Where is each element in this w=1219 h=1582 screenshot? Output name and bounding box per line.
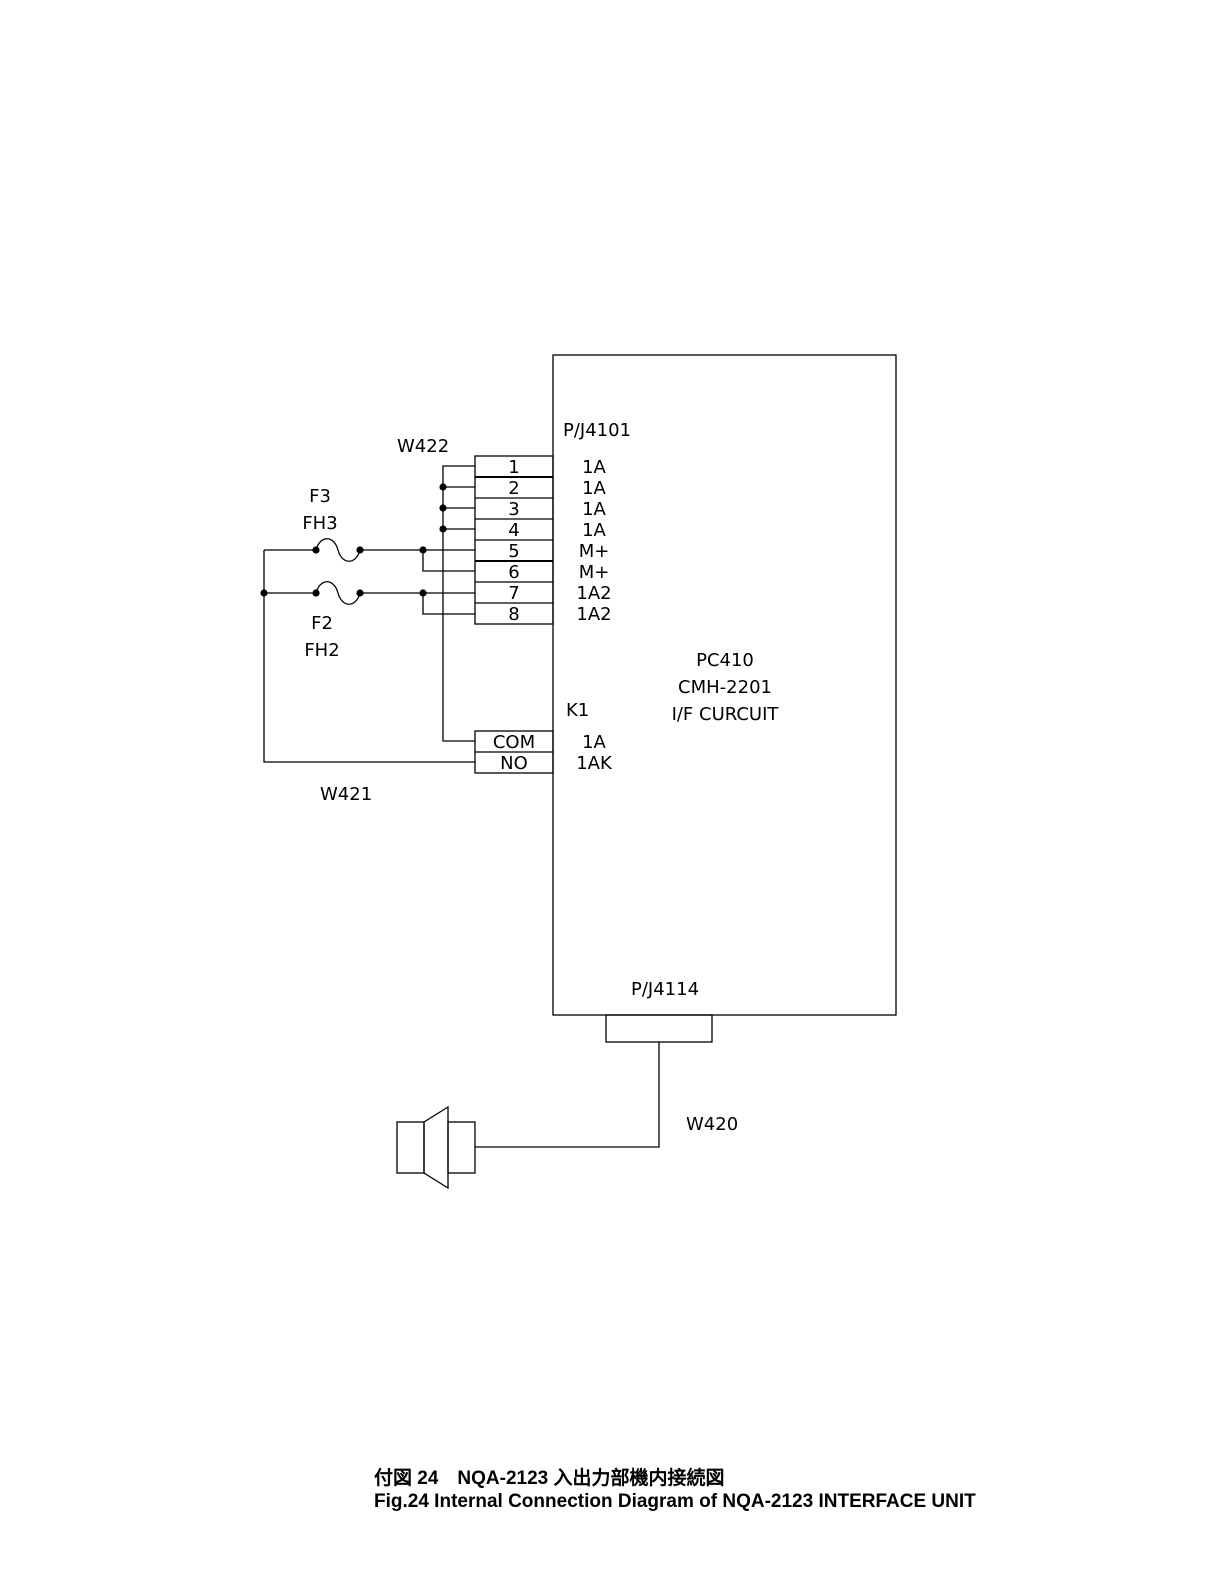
- caption-line-english: Fig.24 Internal Connection Diagram of NQ…: [374, 1490, 976, 1513]
- pin-signal: 1A: [582, 478, 606, 499]
- pin-signal: 1A2: [576, 583, 611, 604]
- board-name: PC410: [696, 650, 754, 671]
- relay-signal: 1A: [582, 732, 606, 753]
- fuse-label-f2: F2: [311, 613, 333, 634]
- connector-label-top: P/J4101: [563, 420, 631, 441]
- connector-pj4114: [606, 1015, 712, 1042]
- w420-wiring: [475, 1042, 659, 1147]
- board-circuit: I/F CURCUIT: [672, 704, 780, 725]
- figure-caption: 付図 24 NQA-2123 入出力部機内接続図 Fig.24 Internal…: [374, 1467, 976, 1513]
- cable-label-w421: W421: [320, 784, 372, 805]
- pin-signal: M+: [579, 562, 610, 583]
- relay-label: K1: [566, 700, 589, 721]
- pin-signal: 1A: [582, 499, 606, 520]
- pin-signal: 1A2: [576, 604, 611, 625]
- w422-wiring: [439, 466, 475, 741]
- pin-number: 2: [508, 478, 519, 499]
- pin-number: 7: [508, 583, 519, 604]
- relay-signal: 1AK: [576, 753, 613, 774]
- pin-signal: 1A: [582, 457, 606, 478]
- fuse-label-fh3: FH3: [302, 513, 337, 534]
- pin-signal: 1A: [582, 520, 606, 541]
- board-model: CMH-2201: [678, 677, 772, 698]
- fuse-label-fh2: FH2: [304, 640, 339, 661]
- pin-number: 1: [508, 457, 519, 478]
- caption-line-japanese: 付図 24 NQA-2123 入出力部機内接続図: [374, 1467, 976, 1490]
- pin-signal: M+: [579, 541, 610, 562]
- speaker-icon: [397, 1107, 475, 1188]
- pin-number: 8: [508, 604, 519, 625]
- relay-pin-com: COM: [493, 732, 535, 753]
- pin-number: 3: [508, 499, 519, 520]
- pin-number: 5: [508, 541, 519, 562]
- pin-number: 4: [508, 520, 519, 541]
- pin-number: 6: [508, 562, 519, 583]
- relay-pin-no: NO: [500, 753, 528, 774]
- fuse-label-f3: F3: [309, 486, 331, 507]
- cable-label-w422: W422: [397, 436, 449, 457]
- connector-label-bottom: P/J4114: [631, 979, 699, 1000]
- cable-label-w420: W420: [686, 1114, 738, 1135]
